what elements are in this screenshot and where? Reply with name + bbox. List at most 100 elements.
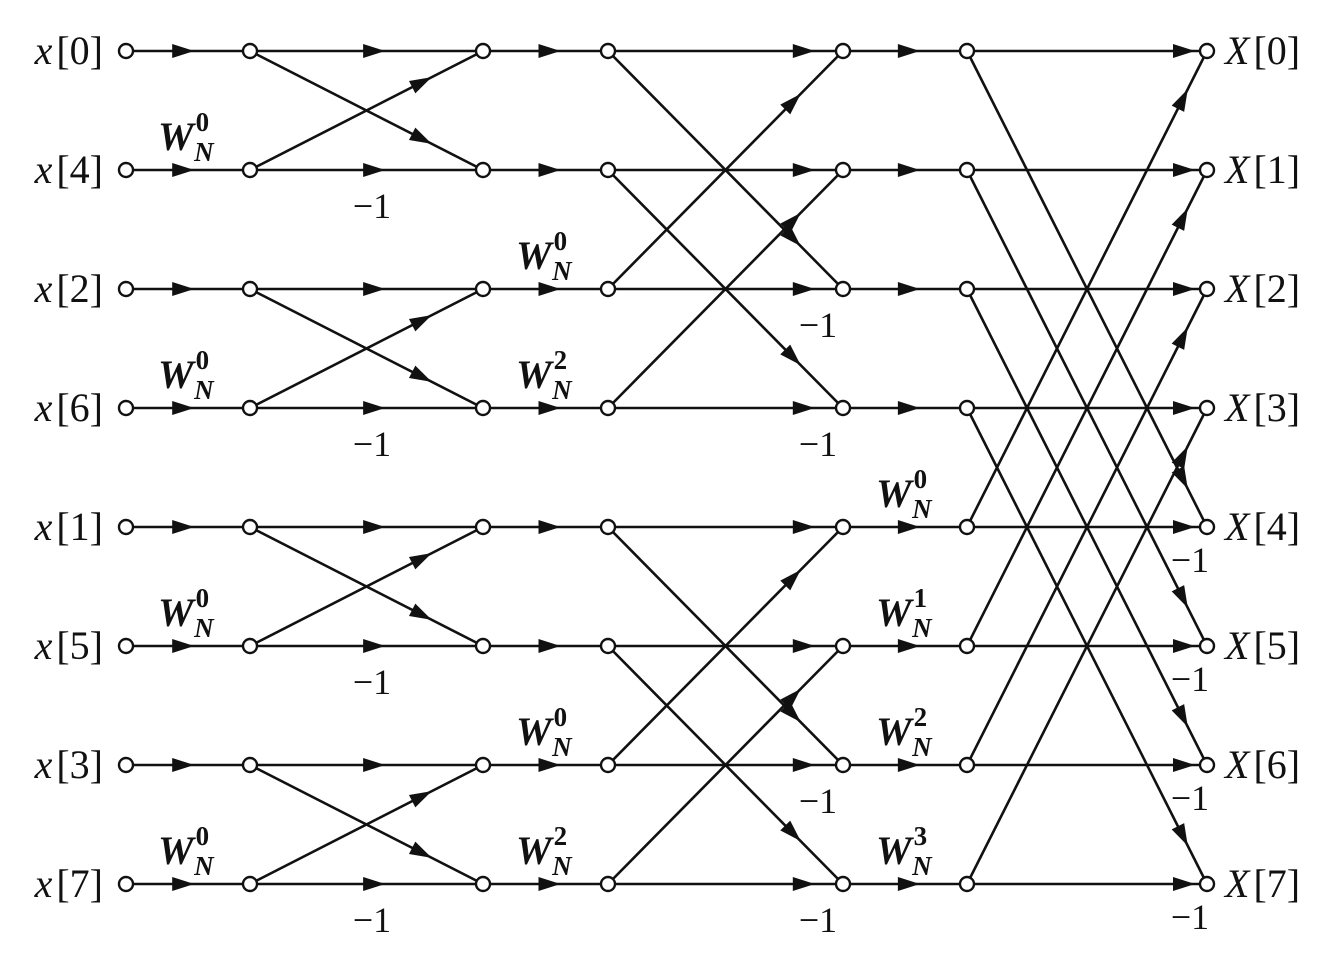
stage-1-cross-up-r7-r6-arrow-0 <box>408 791 432 808</box>
stage-3-negation-r6: −1 <box>1171 778 1209 818</box>
wire-s1-straight-r0-arrow-0 <box>363 44 386 58</box>
wire-s3-straight-r1-arrow-0 <box>1173 163 1195 177</box>
output-label-2: X[2] <box>1223 266 1300 311</box>
stage-2-cross-down-r0-r2-arrow-0 <box>780 225 801 247</box>
twiddle-subscript: N <box>551 851 573 881</box>
input-label-5-bracket-open: [ <box>56 623 69 668</box>
node-c0-r2 <box>117 280 135 298</box>
wire-s3-straight-r5-arrow-0 <box>1173 639 1195 653</box>
stage-3-cross-down-r3-r7-arrow-0 <box>1171 823 1188 846</box>
wire-s2-s3-link-r2-arrow-0 <box>897 282 920 296</box>
node-c6-r4 <box>1198 518 1216 536</box>
twiddle-subscript: N <box>193 851 215 881</box>
node-c6-r2 <box>1198 280 1216 298</box>
node-c5-r6 <box>958 756 976 774</box>
wire-s1-s2-link-r7-arrow-0 <box>538 877 561 891</box>
input-label-6-index: 3 <box>70 742 90 787</box>
output-label-3-bracket-open: [ <box>1253 385 1266 430</box>
wire-s3-straight-r3-arrow-0 <box>1173 401 1195 415</box>
node-c4-r3 <box>834 399 852 417</box>
wire-s3-straight-r6-arrow-0 <box>1173 758 1195 772</box>
stage-2-negation-r3: −1 <box>799 424 837 464</box>
input-label-4: x[1] <box>34 504 103 549</box>
node-c1-r3 <box>241 399 259 417</box>
node-c1-r4 <box>241 518 259 536</box>
output-label-6-index: 6 <box>1267 742 1287 787</box>
stage-1-cross-up-r3-r2 <box>249 287 484 410</box>
input-label-2-symbol: x <box>34 266 53 311</box>
wire-s3-straight-r0-arrow-0 <box>1173 44 1195 58</box>
wire-s2-straight-r0-arrow-0 <box>792 44 815 58</box>
input-label-6-symbol: x <box>34 742 53 787</box>
output-label-2-bracket-open: [ <box>1253 266 1266 311</box>
stage-1-negation-r3: −1 <box>353 424 391 464</box>
node-c5-r4 <box>958 518 976 536</box>
input-label-2: x[2] <box>34 266 103 311</box>
node-c2-r0 <box>474 42 492 60</box>
twiddle-base: W <box>876 709 914 754</box>
stage-2-cross-down-r5-r7-arrow-0 <box>780 820 801 842</box>
input-label-1-index: 4 <box>70 147 90 192</box>
output-label-5: X[5] <box>1223 623 1300 668</box>
twiddle-subscript: N <box>911 613 933 643</box>
input-label-1-symbol: x <box>34 147 53 192</box>
stage-2-negation-r7: −1 <box>799 900 837 940</box>
input-label-2-index: 2 <box>70 266 90 311</box>
stage-2-cross-up-r3-r1 <box>607 169 844 409</box>
stage-1-negation-r7: −1 <box>353 900 391 940</box>
input-label-4-bracket-close: ] <box>90 504 103 549</box>
twiddle-subscript: N <box>193 613 215 643</box>
twiddle-base: W <box>516 352 554 397</box>
twiddle-base: W <box>158 352 196 397</box>
wire-s1-s2-link-r6-arrow-0 <box>538 758 561 772</box>
stage-1-negation-r1: −1 <box>353 186 391 226</box>
output-label-0-symbol: X <box>1223 28 1251 73</box>
node-c4-r1 <box>834 161 852 179</box>
stage-1-cross-up-r7-r6 <box>249 763 484 886</box>
output-label-0-bracket-open: [ <box>1253 28 1266 73</box>
node-c3-r6 <box>599 756 617 774</box>
wire-s2-straight-r1-arrow-0 <box>792 163 815 177</box>
output-label-0: X[0] <box>1223 28 1300 73</box>
input-label-5-index: 5 <box>70 623 90 668</box>
input-label-3: x[6] <box>34 385 103 430</box>
wire-input-r7-arrow-0 <box>172 877 195 891</box>
node-c4-r2 <box>834 280 852 298</box>
wire-input-r4-arrow-0 <box>172 520 195 534</box>
node-c5-r3 <box>958 399 976 417</box>
stage-3-cross-up-r7-r3 <box>965 407 1209 885</box>
input-label-3-index: 6 <box>70 385 90 430</box>
node-c1-r1 <box>241 161 259 179</box>
wire-s2-s3-link-r4-arrow-0 <box>897 520 920 534</box>
wire-s1-straight-r5-arrow-0 <box>363 639 386 653</box>
node-c2-r1 <box>474 161 492 179</box>
stage-2-cross-down-r1-r3-arrow-0 <box>780 344 801 366</box>
wire-s2-straight-r6-arrow-0 <box>792 758 815 772</box>
node-c0-r4 <box>117 518 135 536</box>
wire-s1-s2-link-r4-arrow-0 <box>538 520 561 534</box>
node-c5-r7 <box>958 875 976 893</box>
twiddle-base: W <box>158 828 196 873</box>
node-c5-r0 <box>958 42 976 60</box>
twiddle-exponent: 2 <box>914 702 928 732</box>
stage-3-cross-up-r5-r1 <box>965 169 1209 647</box>
input-label-2-bracket-open: [ <box>56 266 69 311</box>
output-label-1-symbol: X <box>1223 147 1251 192</box>
stage-2-cross-up-r2-r0 <box>607 50 844 290</box>
output-label-3-index: 3 <box>1267 385 1287 430</box>
node-c0-r0 <box>117 42 135 60</box>
node-c2-r2 <box>474 280 492 298</box>
wire-s2-s3-link-r3-arrow-0 <box>897 401 920 415</box>
output-label-3-symbol: X <box>1223 385 1251 430</box>
stage-1-cross-down-r2-r3-arrow-0 <box>408 365 432 382</box>
wire-s1-straight-r2-arrow-0 <box>363 282 386 296</box>
twiddle-exponent: 3 <box>914 821 928 851</box>
twiddle-subscript: N <box>193 137 215 167</box>
wire-s1-straight-r4-arrow-0 <box>363 520 386 534</box>
node-c6-r7 <box>1198 875 1216 893</box>
wire-s1-s2-link-r3-arrow-0 <box>538 401 561 415</box>
